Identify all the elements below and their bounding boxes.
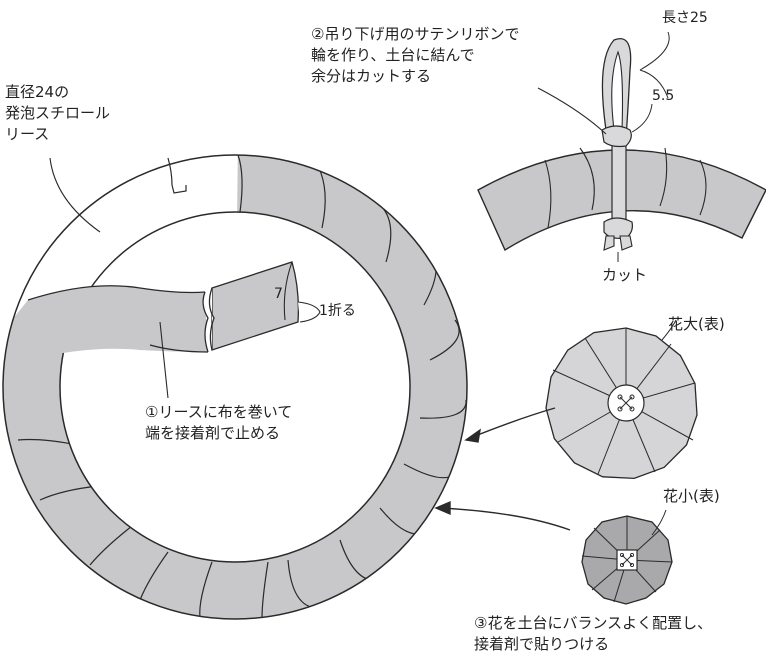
fabric-strip <box>27 261 321 360</box>
ribbon-tail-length: 5.5 <box>652 88 675 104</box>
ribbon-loop-length: 長さ25 <box>662 10 708 26</box>
placement-arrows <box>434 407 571 531</box>
overlap-label: 7 <box>274 286 283 302</box>
styrofoam-wreath <box>0 140 520 664</box>
wreath-base-label: 直径24の 発泡スチロール リース <box>5 83 111 143</box>
fold-label: 1折る <box>319 303 356 319</box>
large-flower <box>545 319 698 480</box>
small-flower <box>581 509 673 605</box>
step3-instruction: ③花を土台にバランスよく配置し、 接着剤で貼りつける <box>474 614 713 653</box>
wrapped-fabric <box>0 140 520 664</box>
base-leader-line <box>49 157 101 233</box>
fabric-start-notch <box>171 184 187 194</box>
step1-leader-line <box>159 321 169 399</box>
ribbon-detail <box>477 31 766 262</box>
step2-instruction: ②吊り下げ用のサテンリボンで 輪を作り、土台に結んで 余分はカットする <box>311 25 520 85</box>
cut-label: カット <box>602 266 648 284</box>
small-flower-label: 花小(表) <box>663 487 720 505</box>
step1-instruction: ①リースに布を巻いて 端を接着剤で止める <box>145 403 293 442</box>
large-flower-label: 花大(表) <box>668 315 725 333</box>
